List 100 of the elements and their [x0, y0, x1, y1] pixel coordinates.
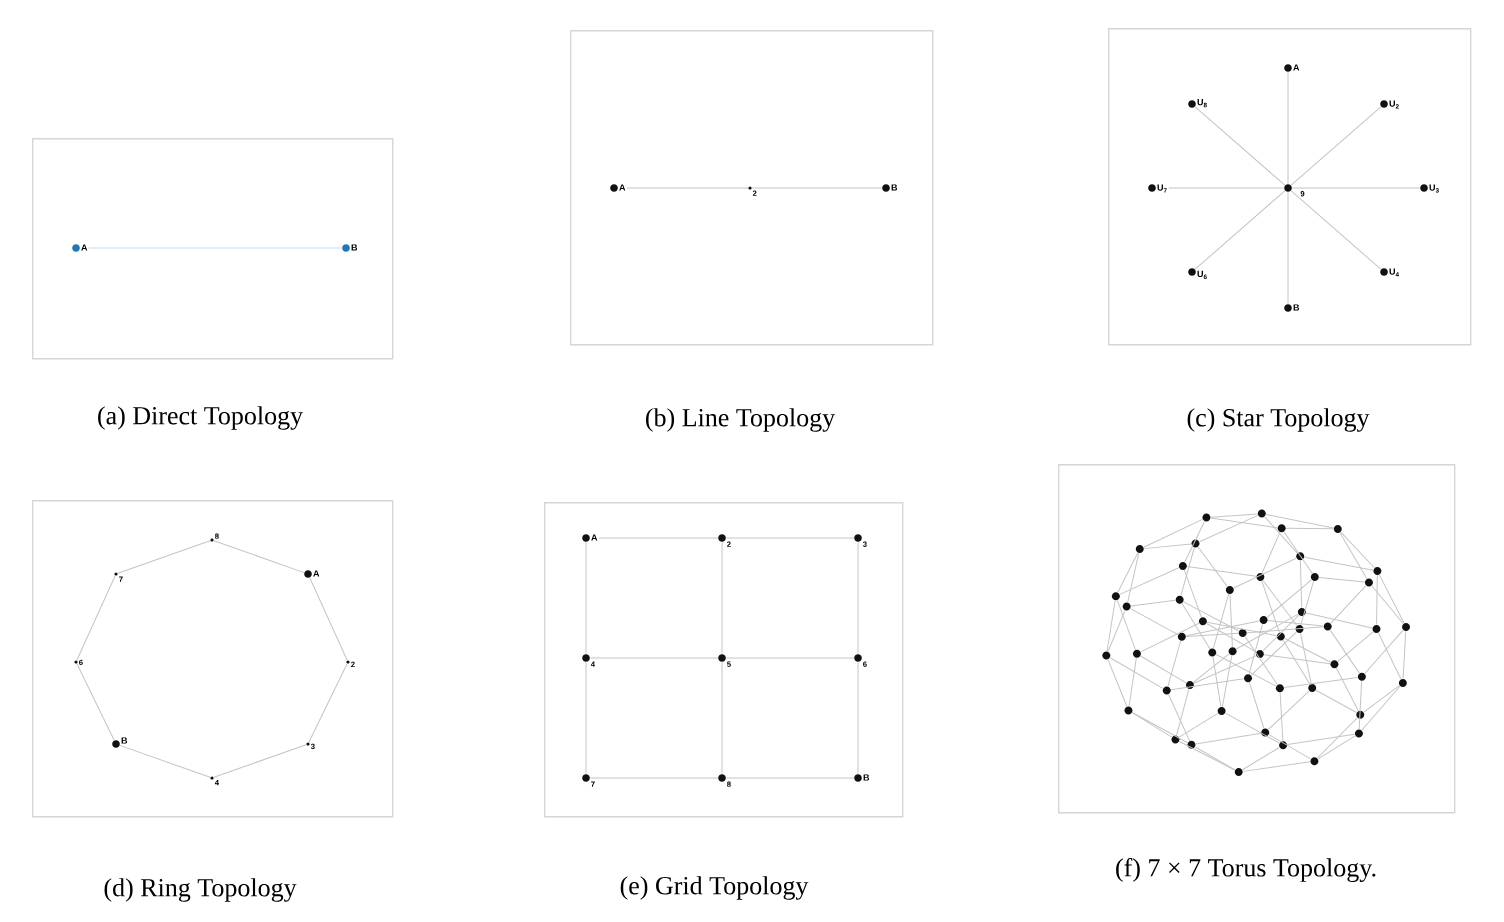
link-line — [1210, 517, 1278, 529]
link-line — [1337, 631, 1374, 662]
link-line — [1170, 678, 1245, 691]
link-line — [1250, 631, 1297, 676]
link-line — [1242, 761, 1311, 772]
link-line — [1199, 514, 1259, 543]
link-line — [1131, 712, 1173, 738]
link-line — [1109, 657, 1164, 689]
subfigure-caption: (f) 7 × 7 Torus Topology. — [1116, 858, 1376, 882]
link-line — [1265, 513, 1334, 529]
link-line — [1184, 520, 1206, 563]
link-line — [1244, 636, 1278, 686]
link-line — [1143, 518, 1203, 548]
link-line — [213, 744, 307, 778]
link-line — [1197, 546, 1228, 587]
link-line — [1339, 532, 1368, 580]
link-line — [1376, 574, 1378, 626]
link-line — [1186, 566, 1257, 577]
link-line — [1363, 685, 1400, 713]
link-line — [1181, 603, 1211, 650]
link-line — [1131, 712, 1189, 744]
link-line — [1194, 106, 1286, 186]
link-line — [1329, 629, 1360, 674]
link-line — [1340, 531, 1375, 569]
link-line — [1224, 712, 1280, 744]
link-line — [1377, 632, 1402, 680]
link-line — [1119, 567, 1180, 595]
link-line — [1143, 543, 1192, 550]
link-line — [1283, 531, 1313, 574]
link-line — [1402, 630, 1407, 679]
link-line — [1194, 190, 1286, 270]
link-line — [1168, 694, 1191, 742]
link-line — [1261, 580, 1280, 633]
link-line — [1116, 599, 1136, 651]
link-line — [1262, 614, 1300, 652]
link-line — [1304, 556, 1374, 571]
link-line — [1178, 712, 1219, 738]
link-line — [1263, 654, 1331, 665]
link-line — [1330, 585, 1367, 624]
link-line — [1290, 190, 1382, 270]
link-line — [1130, 608, 1179, 636]
link-line — [117, 540, 211, 574]
link-line — [1185, 620, 1260, 637]
link-line — [1185, 632, 1239, 637]
link-line — [1335, 667, 1359, 712]
link-line — [1107, 610, 1126, 652]
link-line — [1235, 613, 1299, 650]
link-line — [1300, 580, 1315, 626]
link-line — [1268, 734, 1312, 760]
link-line — [1176, 688, 1190, 736]
link-line — [1262, 579, 1298, 627]
link-line — [1183, 601, 1240, 632]
link-line — [1117, 552, 1139, 593]
link-line — [1364, 629, 1404, 674]
link-line — [1195, 732, 1262, 745]
link-line — [1299, 560, 1303, 609]
link-line — [76, 663, 115, 741]
link-line — [1194, 746, 1236, 771]
subfigure-caption: (e) Grid Topology — [620, 876, 809, 900]
link-line — [1286, 733, 1356, 746]
link-line — [1212, 593, 1230, 649]
link-line — [1242, 747, 1280, 771]
link-line — [213, 540, 305, 574]
link-line — [1215, 654, 1277, 687]
link-line — [1315, 689, 1357, 714]
link-line — [1167, 640, 1182, 687]
link-line — [1378, 574, 1405, 624]
link-line — [1248, 623, 1263, 675]
link-line — [1233, 557, 1297, 589]
link-line — [1210, 513, 1258, 518]
link-line — [1107, 659, 1128, 707]
link-line — [1206, 623, 1257, 653]
link-line — [1180, 547, 1195, 597]
link-line — [1264, 516, 1298, 554]
link-line — [1317, 717, 1358, 759]
link-line — [1285, 527, 1334, 530]
link-line — [1106, 600, 1116, 652]
link-line — [1178, 741, 1236, 771]
link-line — [1283, 676, 1358, 689]
link-line — [76, 575, 116, 661]
link-line — [1358, 680, 1363, 730]
link-line — [1266, 579, 1312, 618]
link-line — [1371, 585, 1404, 624]
link-line — [1183, 569, 1202, 618]
link-line — [1212, 656, 1222, 708]
link-line — [1361, 685, 1401, 731]
link-line — [1267, 690, 1310, 730]
link-line — [1140, 655, 1187, 684]
subfigure-caption: (b) Line Topology — [646, 408, 836, 432]
subfigure-caption: (a) Direct Topology — [98, 406, 303, 430]
link-line — [1299, 632, 1312, 685]
link-line — [1267, 620, 1324, 627]
link-line — [1127, 552, 1140, 603]
link-line — [1284, 638, 1332, 663]
link-line — [1279, 692, 1284, 742]
link-line — [1318, 577, 1366, 583]
link-line — [1246, 626, 1324, 634]
link-line — [1193, 655, 1257, 684]
link-line — [1221, 655, 1233, 708]
subfigure-caption: (d) Ring Topology — [104, 878, 297, 902]
